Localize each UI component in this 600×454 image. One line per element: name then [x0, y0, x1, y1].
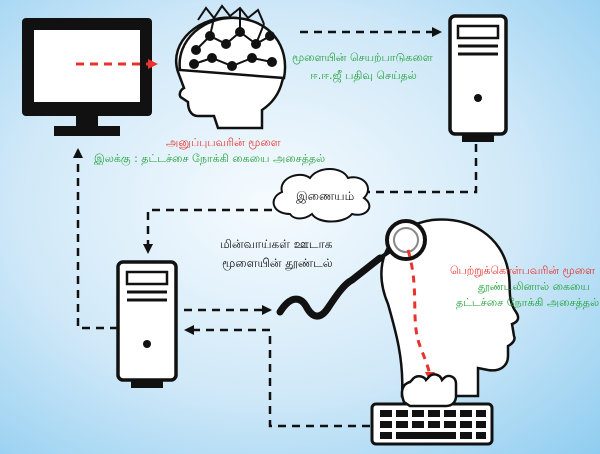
- receiver-label-2: தட்டச்சை நோக்கி அசைத்தல்: [456, 296, 600, 309]
- top-computer-icon: [448, 14, 508, 142]
- arrow-keyboard-to-computer: [184, 325, 370, 428]
- internet-cloud-icon: [272, 168, 371, 223]
- receiver-head-icon: [380, 218, 520, 398]
- hand-icon: [400, 373, 458, 408]
- sender-head-icon: [175, 4, 287, 130]
- stimulation-label-2: மூளையின் தூண்டல்: [222, 256, 333, 270]
- sender-brain-label: அனுப்புபவரின் மூளை: [166, 136, 281, 149]
- stimulation-coil-icon: [276, 219, 427, 320]
- arrow-computer-to-monitor: [73, 148, 118, 330]
- receiver-label-1: தூண்டலினால் கையை: [478, 280, 590, 293]
- monitor-icon: [22, 18, 152, 136]
- receiver-brain-label: பெற்றுக்கொள்பவரின் மூளை: [450, 264, 596, 277]
- bottom-computer-icon: [116, 260, 178, 388]
- keyboard-icon: [370, 402, 494, 446]
- sender-goal-label: இலக்கு : தட்டச்சை நோக்கி கையை அசைத்தல்: [94, 152, 326, 165]
- arrow-computer-to-internet: [354, 144, 478, 197]
- eeg-record-label-1: மூளையின் செயற்பாடுகளை: [292, 51, 433, 64]
- internet-label: இணையம்: [296, 189, 355, 203]
- eeg-record-label-2: ஈ.ஈ.ஜீ பதிவு செய்தல்: [310, 69, 417, 82]
- stimulation-label-1: மின்வாய்கள் ஊடாக: [220, 237, 333, 251]
- neural-path-arrow: [406, 249, 435, 382]
